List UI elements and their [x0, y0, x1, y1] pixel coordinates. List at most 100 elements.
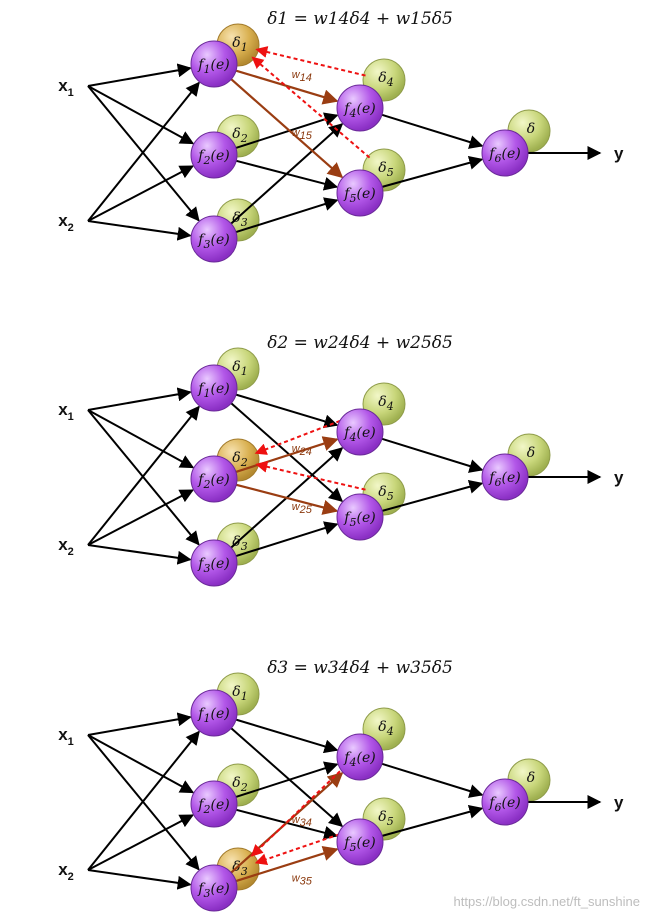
- weight-edge-w34: [230, 771, 344, 874]
- weight-label: w24: [292, 443, 312, 458]
- neuron-label: f6(e): [488, 146, 520, 165]
- edge-f1-f4: [235, 393, 339, 429]
- delta-label: δ: [527, 445, 535, 461]
- neuron-circle: [190, 215, 238, 263]
- delta-label: δ: [527, 770, 535, 786]
- edge-x1-f1: [87, 387, 192, 411]
- weight-edge-w24: [235, 436, 339, 473]
- formula: δ2 = w24δ4 + w25δ5: [267, 333, 453, 353]
- backprop-arrow-w14: [255, 46, 366, 77]
- neuron-circle: [336, 84, 384, 132]
- weight-label: w35: [292, 872, 313, 887]
- edge-x2-f3: [87, 220, 192, 241]
- edge-x1-f2: [87, 734, 195, 794]
- neuron-f5: f5(e): [336, 493, 384, 541]
- input-x2: x2: [58, 211, 74, 234]
- neuron-circle: [190, 864, 238, 912]
- edge-x2-f1: [87, 405, 200, 546]
- input-x1: x1: [58, 400, 74, 423]
- neuron-circle: [336, 169, 384, 217]
- weight-label: w15: [292, 127, 313, 142]
- weight-edge-w35: [235, 846, 339, 883]
- weight-label: w34: [292, 814, 312, 829]
- forward-edges: [87, 712, 602, 890]
- backprop-arrow-w35: [254, 824, 367, 866]
- neuron-circle: [190, 131, 238, 179]
- neuron-circle: [336, 818, 384, 866]
- formula: δ1 = w14δ4 + w15δ5: [267, 9, 453, 29]
- edge-f2-f4: [235, 112, 339, 149]
- weight-label: w25: [292, 501, 313, 516]
- neuron-f6: f6(e): [481, 778, 529, 826]
- output-y: y: [614, 793, 624, 812]
- neuron-f4: f4(e): [336, 84, 384, 132]
- neuron-circle: [481, 129, 529, 177]
- neuron-f1: f1(e): [190, 40, 238, 88]
- backprop-arrow-w24: [254, 409, 367, 455]
- neuron-f4: f4(e): [336, 733, 384, 781]
- edge-f4-f6: [381, 437, 484, 473]
- neuron-f6: f6(e): [481, 129, 529, 177]
- edge-f4-f6: [381, 113, 484, 149]
- edge-x1-f1: [87, 63, 192, 87]
- delta-label: δ: [527, 121, 535, 137]
- backprop-arrow-w34: [250, 741, 371, 857]
- neuron-circle: [190, 364, 238, 412]
- neuron-circle: [190, 539, 238, 587]
- neuron-f3: f3(e): [190, 539, 238, 587]
- edge-f5-f6: [381, 479, 484, 512]
- input-x2: x2: [58, 860, 74, 883]
- neuron-circle: [190, 780, 238, 828]
- neuron-f5: f5(e): [336, 169, 384, 217]
- panel-2: δ2 = w24δ4 + w25δ5δ1δ2δ3δ4δ5δw24w25f1(e)…: [58, 333, 624, 587]
- edge-x1-f1: [87, 712, 192, 736]
- edge-x2-f2: [87, 165, 194, 222]
- edge-x2-f3: [87, 869, 192, 890]
- weight-edge-w25: [235, 483, 339, 515]
- forward-edges: [87, 387, 602, 565]
- weight-edge-w15: [230, 78, 344, 179]
- neuron-f2: f2(e): [190, 131, 238, 179]
- neuron-circle: [336, 733, 384, 781]
- edge-f5-f6: [381, 804, 484, 837]
- input-x1: x1: [58, 725, 74, 748]
- edge-x2-f3: [87, 544, 192, 565]
- edge-x1-f2: [87, 85, 195, 145]
- edge-f3-f4: [230, 123, 344, 225]
- neuron-f4: f4(e): [336, 408, 384, 456]
- edge-f4-f6: [381, 762, 484, 798]
- weight-edge-w14: [235, 69, 339, 105]
- forward-edges: [87, 63, 602, 241]
- backprop-arrow-w15: [251, 56, 371, 159]
- neuron-circle: [190, 40, 238, 88]
- edge-f3-f5: [235, 197, 339, 234]
- neuron-circle: [336, 493, 384, 541]
- neuron-f1: f1(e): [190, 364, 238, 412]
- neuron-f6: f6(e): [481, 453, 529, 501]
- neuron-f3: f3(e): [190, 864, 238, 912]
- panels: δ1 = w14δ4 + w15δ5δ1δ2δ3δ4δ5δw14w15f1(e)…: [58, 9, 624, 912]
- edge-x2-f2: [87, 814, 194, 871]
- neuron-label: f2(e): [197, 472, 229, 491]
- edge-f5-f6: [381, 155, 484, 188]
- neuron-f3: f3(e): [190, 215, 238, 263]
- neuron-f2: f2(e): [190, 780, 238, 828]
- formula: δ3 = w34δ4 + w35δ5: [267, 658, 453, 678]
- input-x2: x2: [58, 535, 74, 558]
- weight-label: w14: [292, 69, 312, 84]
- panel-1: δ1 = w14δ4 + w15δ5δ1δ2δ3δ4δ5δw14w15f1(e)…: [58, 9, 624, 263]
- neuron-circle: [481, 778, 529, 826]
- neuron-f1: f1(e): [190, 689, 238, 737]
- edge-x2-f2: [87, 489, 194, 546]
- output-y: y: [614, 144, 624, 163]
- neuron-circle: [190, 689, 238, 737]
- output-y: y: [614, 468, 624, 487]
- edge-f2-f4: [235, 761, 339, 798]
- neuron-circle: [481, 453, 529, 501]
- input-x1: x1: [58, 76, 74, 99]
- neuron-circle: [336, 408, 384, 456]
- panel-3: δ3 = w34δ4 + w35δ5δ1δ2δ3δ4δ5δw34w35f1(e)…: [58, 658, 624, 912]
- neuron-circle: [190, 455, 238, 503]
- watermark: https://blog.csdn.net/ft_sunshine: [454, 894, 640, 909]
